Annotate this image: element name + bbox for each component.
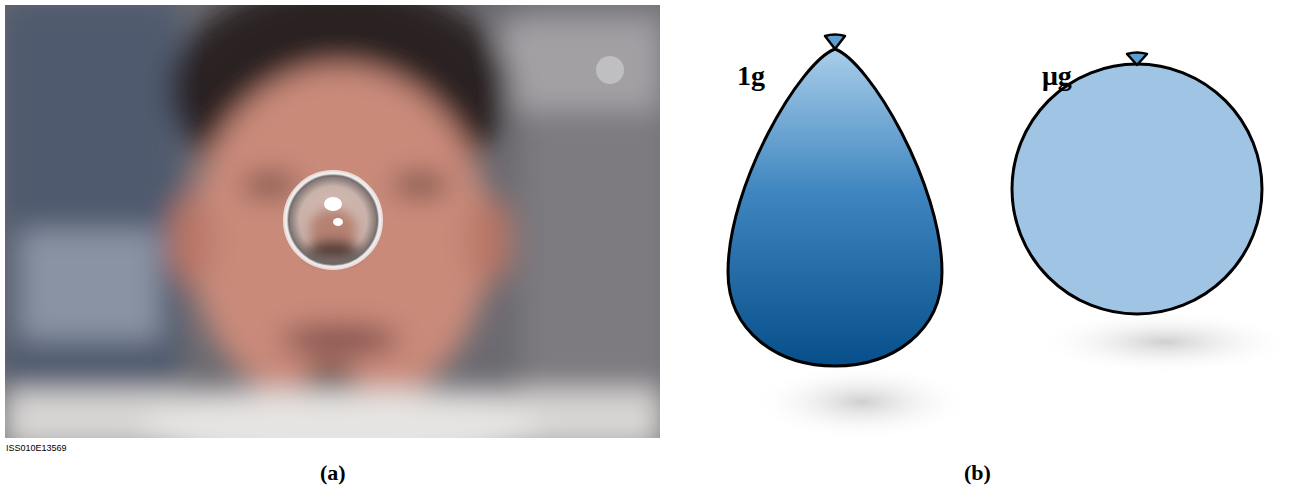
water-balloon-microgravity [1012, 53, 1262, 315]
photo-id: ISS010E13569 [6, 443, 67, 453]
water-balloon-1g [728, 35, 942, 367]
panel-label: (b) [964, 460, 991, 486]
shadow [752, 364, 972, 440]
gravity-label: μg [1042, 60, 1072, 92]
gravity-label: 1g [737, 60, 765, 92]
photo [5, 5, 660, 438]
shadow [1035, 310, 1295, 374]
panel-label: (a) [320, 460, 346, 486]
